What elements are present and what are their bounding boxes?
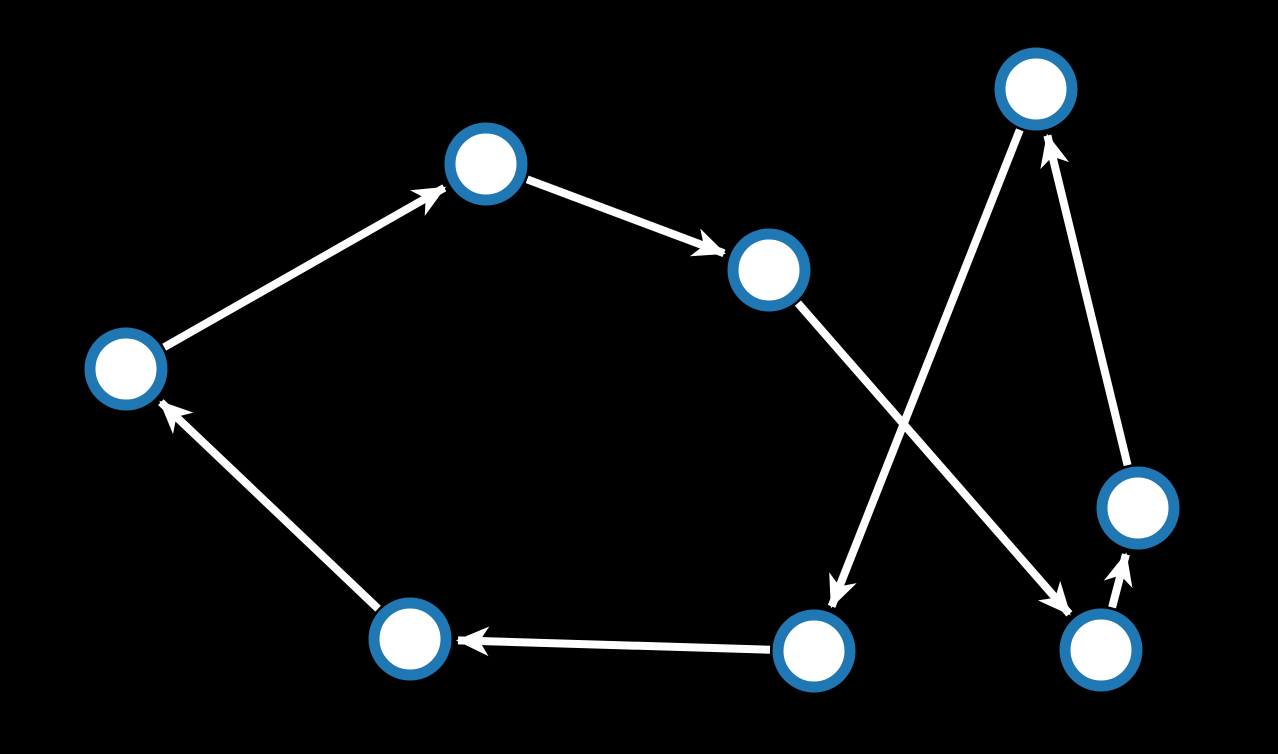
graph-edge-node-bottom-left-to-node-left (158, 399, 381, 612)
graph-edge-node-middle-to-node-bottom-right (794, 300, 1073, 617)
node-left (84, 327, 168, 411)
node-top-right (994, 47, 1078, 131)
nodes-layer (84, 47, 1180, 693)
node-middle (727, 228, 811, 312)
graph-edge-node-left-to-node-upper-middle (162, 184, 447, 351)
node-bottom-middle (772, 609, 856, 693)
graph-edge-node-bottom-right-to-node-right (1103, 552, 1133, 609)
graph-edge-node-upper-middle-to-node-middle (525, 175, 726, 257)
node-bottom-right (1059, 608, 1143, 692)
node-upper-middle (444, 122, 528, 206)
edges-layer (158, 128, 1133, 657)
graph-edge-node-top-right-to-node-bottom-middle (827, 128, 1024, 609)
node-right (1096, 466, 1180, 550)
graph-edge-node-bottom-middle-to-node-bottom-left (455, 626, 771, 657)
node-bottom-left (368, 597, 452, 681)
graph-edge-node-right-to-node-top-right (1040, 133, 1132, 467)
